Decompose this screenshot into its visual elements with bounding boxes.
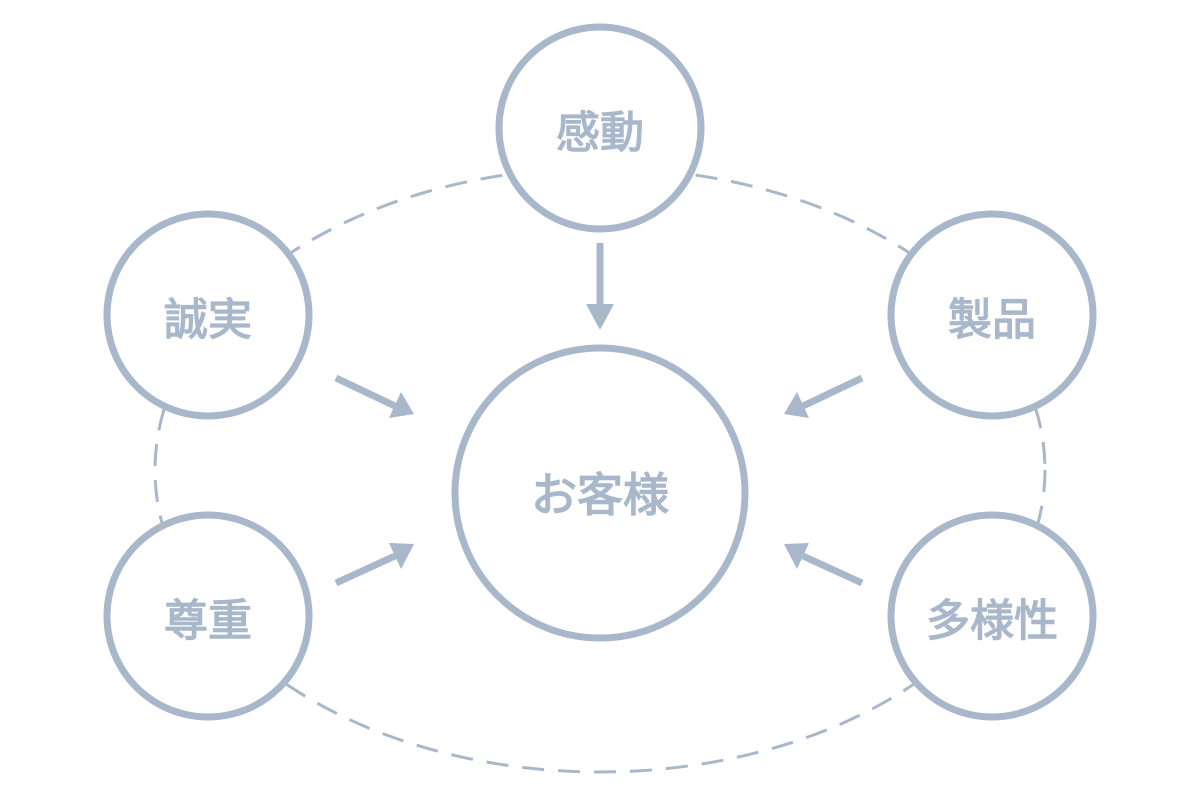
node-seihin: 製品 xyxy=(887,210,1097,420)
node-seijitsu: 誠実 xyxy=(103,210,313,420)
node-tayousei: 多様性 xyxy=(887,511,1097,721)
node-kandou: 感動 xyxy=(495,23,705,233)
arrow-from-seihin xyxy=(784,374,864,418)
arrow-from-sonchou xyxy=(334,543,414,587)
center-node: お客様 xyxy=(451,344,749,642)
node-kandou-label: 感動 xyxy=(556,108,644,159)
node-tayousei-label: 多様性 xyxy=(926,596,1058,647)
center-node-label: お客様 xyxy=(531,468,670,522)
arrow-from-kandou xyxy=(586,243,614,330)
node-sonchou: 尊重 xyxy=(103,511,313,721)
node-seijitsu-label: 誠実 xyxy=(164,295,252,346)
arrow-from-seijitsu xyxy=(334,374,414,418)
node-sonchou-label: 尊重 xyxy=(164,596,252,647)
arrow-from-tayousei xyxy=(784,543,864,587)
node-seihin-label: 製品 xyxy=(948,295,1036,346)
